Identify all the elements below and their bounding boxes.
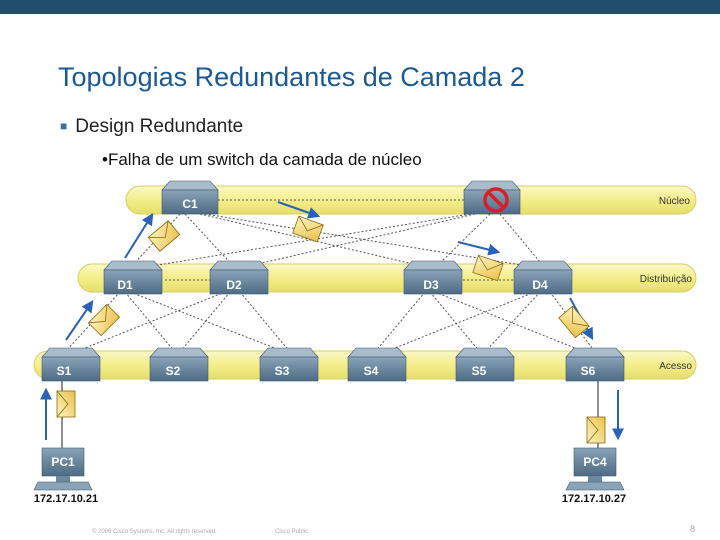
arrow-to-d4 bbox=[457, 241, 501, 256]
link-d1-s2 bbox=[124, 291, 176, 353]
footer-copyright: © 2006 Cisco Systems, Inc. All rights re… bbox=[92, 529, 217, 535]
envelope-icon bbox=[87, 303, 121, 337]
link-d2-s2 bbox=[179, 291, 231, 353]
envelope-icon bbox=[147, 220, 181, 252]
switch-c1-label: C1 bbox=[182, 197, 198, 211]
distribution-band bbox=[77, 263, 697, 293]
envelope-icon bbox=[472, 254, 504, 282]
switch-d4-label: D4 bbox=[532, 278, 548, 292]
bullet-failure: •Falha de um switch da camada de núcleo bbox=[102, 150, 422, 169]
link-d1-s3 bbox=[129, 291, 286, 353]
switch-s5-label: S5 bbox=[472, 364, 487, 378]
link-d3-s4 bbox=[374, 291, 426, 353]
link-c2-d4 bbox=[499, 213, 546, 269]
switch-s3-label: S3 bbox=[275, 364, 290, 378]
host-pc1-ip: 172.17.10.21 bbox=[34, 493, 98, 505]
switch-s4: S4 bbox=[347, 347, 407, 382]
arrow-c1-c2 bbox=[277, 201, 321, 219]
host-pc1-label: PC1 bbox=[51, 455, 75, 469]
link-c2-d2 bbox=[239, 213, 476, 269]
envelope-icon bbox=[56, 390, 76, 418]
link-c1-d4 bbox=[204, 213, 541, 269]
host-links bbox=[61, 378, 599, 448]
switch-s1: S1 bbox=[41, 347, 101, 382]
switch-d1: D1 bbox=[103, 260, 163, 295]
envelope-icon bbox=[558, 305, 590, 339]
layer-label-core: Núcleo bbox=[659, 196, 691, 207]
switch-s6-label: S6 bbox=[581, 364, 596, 378]
switch-d3-label: D3 bbox=[423, 278, 439, 292]
host-pc4: PC4 172.17.10.27 bbox=[562, 447, 626, 505]
switch-d2: D2 bbox=[209, 260, 269, 295]
bullet-failure-text: Falha de um switch da camada de núcleo bbox=[107, 150, 422, 169]
top-bar bbox=[0, 0, 720, 14]
switch-s6: S6 bbox=[565, 347, 625, 382]
arrow-d1-c1 bbox=[124, 212, 154, 259]
switch-d3: D3 bbox=[403, 260, 463, 295]
switch-d1-label: D1 bbox=[117, 278, 133, 292]
bullet-square-icon: ■ bbox=[60, 119, 68, 133]
footer-public: Cisco Public bbox=[275, 529, 309, 535]
link-c1-d2 bbox=[184, 213, 236, 269]
arrow-s1-d1 bbox=[65, 300, 94, 341]
switch-d2-label: D2 bbox=[226, 278, 242, 292]
link-d3-s5 bbox=[429, 291, 481, 353]
link-d3-s6 bbox=[434, 291, 586, 353]
host-pc4-label: PC4 bbox=[583, 455, 607, 469]
envelope-icon bbox=[586, 416, 606, 444]
link-d4-s4 bbox=[384, 291, 536, 353]
switch-s2-label: S2 bbox=[166, 364, 181, 378]
page-number: 8 bbox=[690, 524, 696, 534]
switch-c2-failed bbox=[463, 180, 521, 215]
envelope-icon bbox=[292, 215, 324, 243]
switch-d4: D4 bbox=[513, 260, 573, 295]
failure-icon bbox=[483, 187, 509, 213]
frame-envelopes bbox=[56, 215, 606, 444]
switch-s5: S5 bbox=[455, 347, 515, 382]
switch-s1-label: S1 bbox=[57, 364, 72, 378]
link-c2-d3 bbox=[434, 213, 491, 269]
bullet-design: ■ Design Redundante bbox=[60, 116, 243, 138]
switch-c1: C1 bbox=[161, 180, 219, 215]
switch-s2: S2 bbox=[149, 347, 209, 382]
link-d2-s1 bbox=[74, 291, 226, 353]
layer-label-distribution: Distribuição bbox=[640, 274, 693, 285]
link-c1-d3 bbox=[199, 213, 431, 269]
switch-s4-label: S4 bbox=[364, 364, 379, 378]
layer-label-access: Acesso bbox=[659, 361, 692, 372]
link-d4-s5 bbox=[484, 291, 541, 353]
link-d2-s3 bbox=[239, 291, 291, 353]
computer-icon bbox=[565, 447, 625, 491]
bullet-design-text: Design Redundante bbox=[75, 116, 244, 137]
host-pc1: PC1 172.17.10.21 bbox=[33, 447, 98, 505]
host-pc4-ip: 172.17.10.27 bbox=[562, 493, 626, 505]
slide-title: Topologias Redundantes de Camada 2 bbox=[58, 62, 525, 92]
computer-icon bbox=[33, 447, 93, 491]
traffic-arrows bbox=[40, 201, 624, 441]
switch-s3: S3 bbox=[259, 347, 319, 382]
